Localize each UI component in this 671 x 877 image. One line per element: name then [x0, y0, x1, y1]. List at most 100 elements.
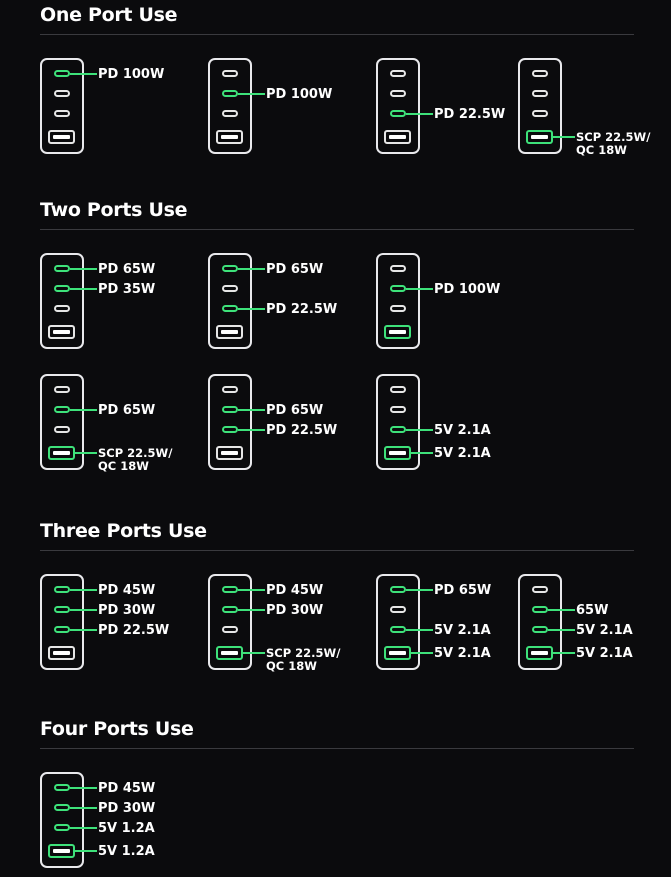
port-connector-line — [243, 652, 265, 654]
usb-a-port-icon — [384, 446, 411, 460]
port-connector-line — [411, 452, 433, 454]
port-output-label: PD 65W — [98, 261, 156, 277]
port-connector-line — [406, 628, 433, 631]
port-connector-line — [553, 136, 575, 138]
usb-a-port-icon — [216, 130, 243, 144]
charger-icon — [208, 58, 252, 154]
usb-a-port-icon — [48, 446, 75, 460]
section-divider — [40, 34, 634, 35]
usb-c-port-icon — [54, 804, 70, 811]
charger-icon — [518, 58, 562, 154]
port-output-label: 5V 2.1A — [434, 446, 491, 461]
usb-c-port-icon — [54, 90, 70, 97]
port-output-label: PD 65W — [434, 582, 492, 598]
usb-c-port-icon — [390, 265, 406, 272]
section-title: Four Ports Use — [40, 718, 194, 740]
usb-c-port-icon — [54, 265, 70, 272]
usb-a-port-icon — [48, 646, 75, 660]
usb-c-port-icon — [390, 406, 406, 413]
usb-c-port-icon — [54, 606, 70, 613]
port-connector-line — [238, 307, 265, 310]
section-title: Two Ports Use — [40, 199, 188, 221]
port-output-label: 5V 2.1A — [434, 622, 491, 638]
port-output-label: 5V 2.1A — [434, 422, 491, 438]
port-output-label: PD 45W — [98, 780, 156, 796]
port-connector-line — [406, 287, 433, 290]
usb-a-port-icon — [526, 130, 553, 144]
section-divider — [40, 229, 634, 230]
port-output-label: PD 100W — [98, 66, 165, 82]
usb-c-port-icon — [532, 586, 548, 593]
usb-c-port-icon — [222, 606, 238, 613]
charger-icon — [40, 58, 84, 154]
port-connector-line — [406, 588, 433, 591]
port-connector-line — [70, 287, 97, 290]
usb-c-port-icon — [54, 426, 70, 433]
port-connector-line — [70, 806, 97, 809]
port-connector-line — [70, 608, 97, 611]
port-connector-line — [70, 72, 97, 75]
usb-c-port-icon — [390, 90, 406, 97]
port-connector-line — [70, 267, 97, 270]
usb-c-port-icon — [390, 606, 406, 613]
usb-c-port-icon — [532, 90, 548, 97]
section-divider — [40, 748, 634, 749]
section-divider — [40, 550, 634, 551]
port-output-label-line: QC 18W — [576, 143, 627, 157]
charger-icon — [376, 574, 420, 670]
port-output-label: PD 30W — [98, 800, 156, 816]
port-connector-line — [238, 267, 265, 270]
usb-a-port-icon — [48, 130, 75, 144]
port-output-label: PD 65W — [266, 261, 324, 277]
usb-a-port-icon — [48, 844, 75, 858]
port-output-label: 5V 1.2A — [98, 844, 155, 859]
port-connector-line — [70, 826, 97, 829]
usb-c-port-icon — [54, 406, 70, 413]
charger-icon — [40, 374, 84, 470]
usb-c-port-icon — [390, 285, 406, 292]
charger-icon — [208, 574, 252, 670]
usb-c-port-icon — [54, 386, 70, 393]
usb-c-port-icon — [532, 70, 548, 77]
port-connector-line — [406, 112, 433, 115]
usb-c-port-icon — [532, 606, 548, 613]
usb-c-port-icon — [222, 406, 238, 413]
port-connector-line — [411, 652, 433, 654]
port-output-label: PD 45W — [98, 582, 156, 598]
port-output-label: PD 100W — [266, 86, 333, 102]
usb-c-port-icon — [390, 386, 406, 393]
charger-icon — [376, 58, 420, 154]
usb-c-port-icon — [390, 626, 406, 633]
port-connector-line — [553, 652, 575, 654]
charger-icon — [518, 574, 562, 670]
port-output-label: PD 22.5W — [434, 106, 506, 122]
port-output-label: PD 100W — [434, 281, 501, 297]
port-output-label: PD 22.5W — [266, 422, 338, 438]
usb-a-port-icon — [384, 325, 411, 339]
usb-a-port-icon — [526, 646, 553, 660]
port-output-label: PD 45W — [266, 582, 324, 598]
usb-a-port-icon — [384, 130, 411, 144]
port-output-label-line: SCP 22.5W/ — [98, 446, 173, 460]
port-output-label: PD 65W — [98, 402, 156, 418]
port-connector-line — [75, 452, 97, 454]
port-connector-line — [238, 92, 265, 95]
usb-c-port-icon — [54, 305, 70, 312]
usb-c-port-icon — [222, 70, 238, 77]
usb-c-port-icon — [54, 626, 70, 633]
charger-icon — [208, 374, 252, 470]
usb-c-port-icon — [222, 586, 238, 593]
port-connector-line — [70, 628, 97, 631]
port-connector-line — [75, 850, 97, 852]
port-output-label: 5V 2.1A — [576, 622, 633, 638]
port-output-label: SCP 22.5W/QC 18W — [98, 447, 172, 473]
port-output-label-line: SCP 22.5W/ — [576, 130, 651, 144]
port-output-label: 65W — [576, 602, 609, 618]
port-connector-line — [238, 608, 265, 611]
port-connector-line — [238, 408, 265, 411]
usb-c-port-icon — [222, 426, 238, 433]
charger-icon — [376, 253, 420, 349]
port-output-label-line: QC 18W — [98, 459, 149, 473]
charger-icon — [208, 253, 252, 349]
port-output-label: 5V 2.1A — [434, 646, 491, 661]
